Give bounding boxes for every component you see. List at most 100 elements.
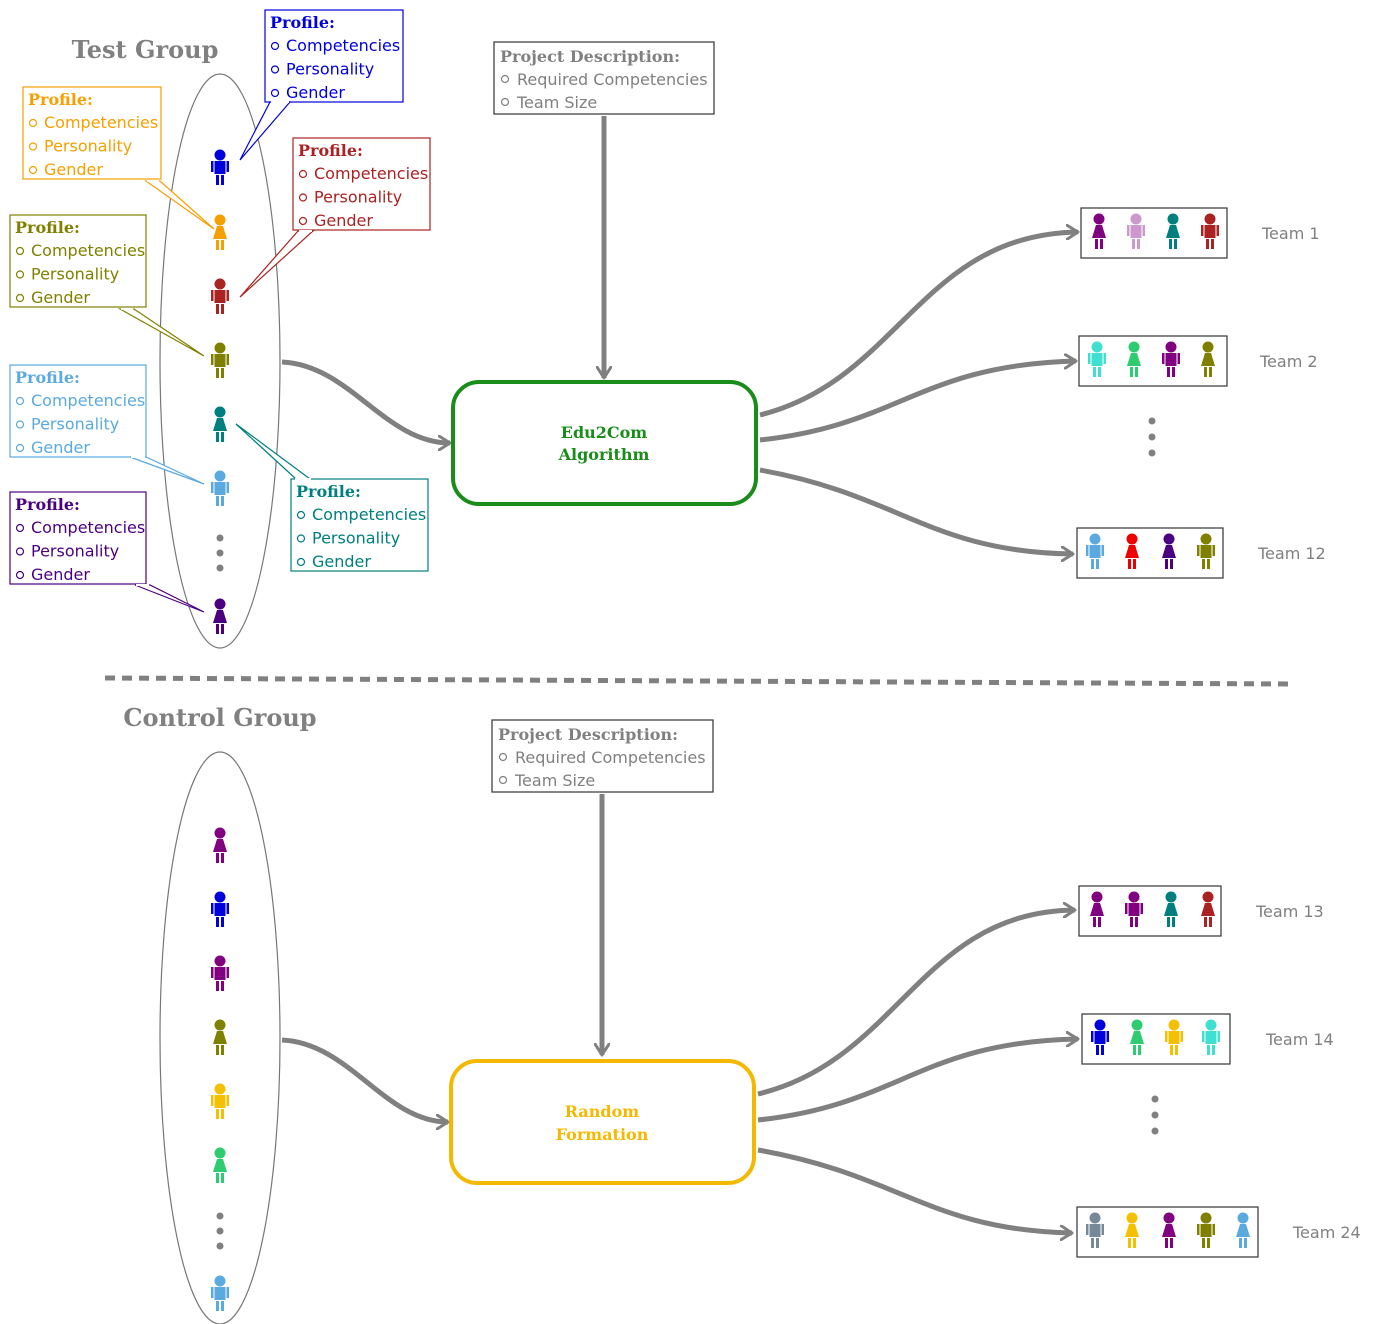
ellipsis-dot: [1148, 417, 1156, 425]
test-group-ellipsis: [216, 534, 224, 572]
test-teams-ellipsis: [1148, 417, 1156, 457]
bullet-icon: [28, 142, 38, 151]
profile-item: Gender: [286, 83, 345, 102]
male-person-icon: [1091, 1019, 1109, 1055]
bullet-icon: [296, 534, 306, 543]
bullet-icon: [298, 216, 308, 226]
algorithm-label-line1: Edu2Com: [561, 423, 648, 442]
female-person-icon: [1162, 1212, 1176, 1248]
bullet-icon: [15, 420, 25, 429]
random-label-line2: Formation: [556, 1125, 649, 1144]
random-to-team-arrow: [757, 1039, 1078, 1123]
male-person-icon: [1125, 891, 1143, 927]
ellipsis-dot: [216, 564, 224, 572]
control-group-teams: Team 13 Team 14 Team 24: [1076, 885, 1361, 1258]
bullet-icon: [298, 193, 308, 202]
female-person-icon: [1201, 891, 1215, 927]
ellipsis-dot: [216, 1242, 224, 1250]
male-person-icon: [1088, 341, 1106, 377]
profile-item: Gender: [314, 211, 373, 230]
bullet-icon: [270, 88, 280, 98]
bullet-icon: [270, 65, 280, 74]
female-person-icon: [1166, 213, 1180, 249]
profile-title: Profile:: [15, 368, 80, 387]
team-label: Team 1: [1261, 224, 1320, 243]
test-project-description: Project Description: Required Competenci…: [493, 41, 715, 115]
bullet-icon: [270, 41, 280, 51]
female-person-icon: [1201, 341, 1215, 377]
male-person-icon: [211, 149, 229, 185]
bullet-icon: [296, 510, 306, 520]
profile-item: Personality: [312, 529, 400, 548]
edu2com-algorithm-box: Edu2Com Algorithm: [451, 380, 758, 506]
female-person-icon: [213, 1147, 227, 1183]
profile-item: Personality: [286, 60, 374, 79]
ellipsis-dot: [216, 549, 224, 557]
bullet-icon: [298, 169, 308, 179]
bullet-icon: [296, 557, 306, 567]
ellipsis-dot: [1151, 1095, 1159, 1103]
group-to-random-arrow: [281, 1037, 448, 1122]
control-group-section: Control Group Project Description: Requi…: [123, 703, 1361, 1324]
profile-title: Profile:: [270, 13, 335, 32]
team-box: Team 24: [1076, 1206, 1361, 1258]
test-project-title: Project Description:: [500, 47, 680, 66]
team-label: Team 12: [1257, 544, 1326, 563]
ellipsis-dot: [216, 534, 224, 542]
bullet-icon: [500, 97, 510, 107]
bullet-icon: [15, 547, 25, 556]
male-person-icon: [1162, 341, 1180, 377]
bullet-icon: [498, 775, 508, 785]
bullet-icon: [15, 570, 25, 580]
female-person-icon: [1090, 891, 1104, 927]
team-box: Team 14: [1081, 1013, 1334, 1065]
male-person-icon: [211, 955, 229, 991]
test-group-section: Test Group Profile:CompetenciesPersonali…: [9, 9, 1326, 649]
male-person-icon: [211, 278, 229, 314]
bullet-icon: [28, 165, 38, 175]
team-label: Team 14: [1265, 1030, 1334, 1049]
profile-item: Gender: [31, 288, 90, 307]
bullet-icon: [15, 523, 25, 533]
male-person-icon: [1202, 1019, 1220, 1055]
bullet-icon: [500, 74, 510, 84]
female-person-icon: [213, 598, 227, 634]
test-project-item: Required Competencies: [517, 70, 708, 89]
bullet-icon: [15, 396, 25, 406]
control-project-item: Required Competencies: [515, 748, 706, 767]
profile-item: Gender: [31, 565, 90, 584]
profile-title: Profile:: [298, 141, 363, 160]
ellipsis-dot: [216, 1212, 224, 1220]
team-label: Team 13: [1255, 902, 1324, 921]
profile-item: Personality: [314, 188, 402, 207]
female-person-icon: [1125, 1212, 1139, 1248]
female-person-icon: [1162, 533, 1176, 569]
bullet-icon: [15, 270, 25, 279]
profile-item: Personality: [44, 137, 132, 156]
bullet-icon: [15, 443, 25, 453]
team-box: Team 1: [1080, 207, 1320, 259]
control-project-item: Team Size: [514, 771, 595, 790]
male-person-icon: [1086, 1212, 1104, 1248]
male-person-icon: [1165, 1019, 1183, 1055]
profile-item: Gender: [44, 160, 103, 179]
random-formation-box: Random Formation: [449, 1059, 756, 1185]
algorithm-to-team-arrow: [759, 232, 1078, 418]
male-person-icon: [1127, 213, 1145, 249]
profile-item: Competencies: [44, 113, 158, 132]
ellipsis-dot: [216, 1227, 224, 1235]
profile-item: Competencies: [286, 36, 400, 55]
random-label-line1: Random: [565, 1102, 640, 1121]
algorithm-label-line2: Algorithm: [558, 445, 650, 464]
bullet-icon: [28, 118, 38, 128]
profile-title: Profile:: [15, 218, 80, 237]
female-person-icon: [1130, 1019, 1144, 1055]
profile-item: Personality: [31, 265, 119, 284]
